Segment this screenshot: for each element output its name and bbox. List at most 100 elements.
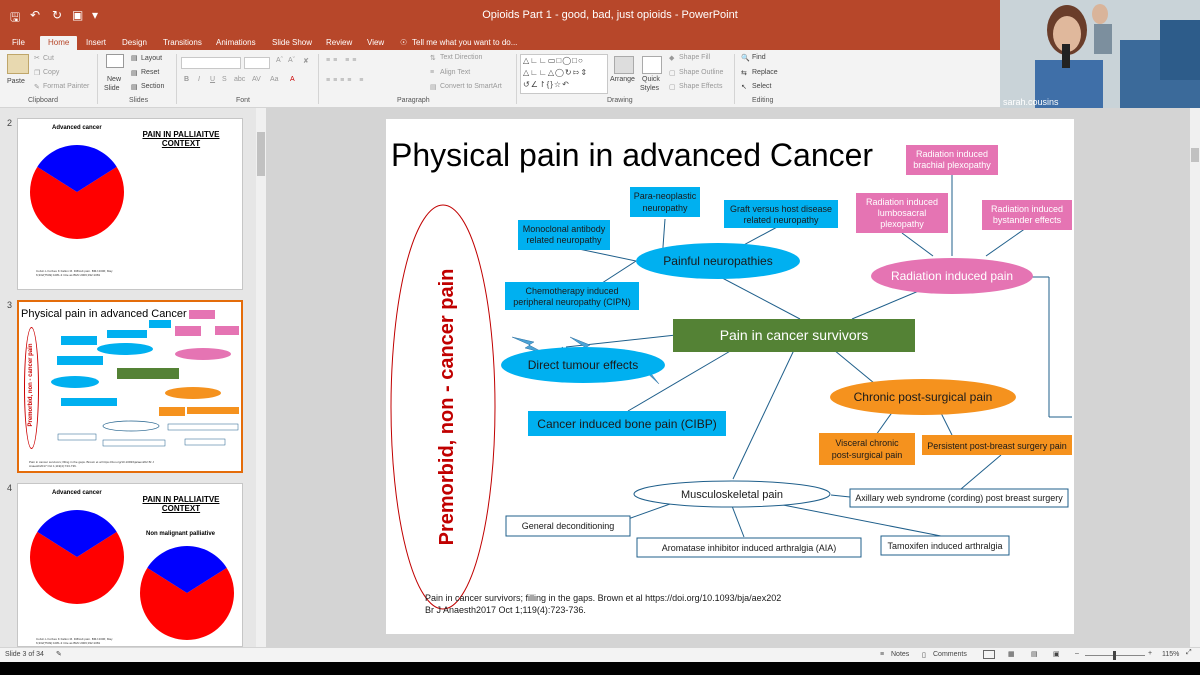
quick-styles-icon[interactable] xyxy=(642,56,662,74)
tab-transitions[interactable]: Transitions xyxy=(163,38,202,47)
align-text-icon[interactable]: ≡ xyxy=(430,69,435,76)
format-painter-button[interactable]: Format Painter xyxy=(43,83,90,90)
shape-outline-icon[interactable]: ▢ xyxy=(669,70,676,77)
layout-button[interactable]: Layout xyxy=(141,55,163,62)
grow-font-icon[interactable]: Aˆ xyxy=(276,57,283,64)
shapes-gallery[interactable]: △∟∟▭□◯□○△∟∟△◯↻⇰⇕↺∠↾{}☆↶ xyxy=(520,54,608,94)
find-icon[interactable]: 🔍 xyxy=(741,55,750,62)
bold-button[interactable]: B xyxy=(184,76,190,83)
tab-insert[interactable]: Insert xyxy=(86,38,107,47)
italic-button[interactable]: I xyxy=(198,76,200,83)
thumbnails-scrollbar[interactable] xyxy=(256,108,266,647)
tab-review[interactable]: Review xyxy=(326,38,353,47)
notes-icon[interactable]: ≡ xyxy=(880,651,885,658)
change-case-button[interactable]: Aa xyxy=(270,76,279,83)
notes-button[interactable]: Notes xyxy=(891,651,910,658)
group-label-font: Font xyxy=(236,97,251,104)
clear-format-icon[interactable]: ✘ xyxy=(303,58,309,65)
webcam-video xyxy=(1000,0,1200,112)
spellcheck-icon[interactable]: ✎ xyxy=(56,651,62,658)
alignment-icon[interactable]: ≡≡≡≡ ≡ xyxy=(326,77,367,84)
shape-outline-button[interactable]: Shape Outline xyxy=(679,69,724,76)
arrange-button[interactable]: Arrange xyxy=(610,76,635,83)
node-text: Graft versus host disease xyxy=(730,204,832,214)
reading-view-icon[interactable]: ▤ xyxy=(1031,651,1038,658)
quick-styles-button[interactable]: Quick xyxy=(642,76,660,83)
cut-button[interactable]: Cut xyxy=(43,55,54,62)
node-lumbosacral xyxy=(856,193,948,233)
tell-me-box[interactable]: Tell me what you want to do... xyxy=(412,38,518,47)
zoom-in-icon[interactable]: + xyxy=(1148,650,1153,657)
shape-fill-icon[interactable]: ◆ xyxy=(669,55,675,62)
zoom-out-icon[interactable]: – xyxy=(1075,650,1079,657)
stage-scrollbar[interactable] xyxy=(1190,108,1200,647)
slideshow-view-icon[interactable]: ▣ xyxy=(1053,651,1060,658)
ribbon-home: Paste ✂ Cut ❐ Copy ✎ Format Painter Clip… xyxy=(0,50,1000,108)
arrange-icon[interactable] xyxy=(614,56,634,74)
normal-view-icon[interactable] xyxy=(983,650,995,659)
replace-button[interactable]: Replace xyxy=(752,69,778,76)
replace-icon[interactable]: ⇆ xyxy=(741,70,747,77)
tab-design[interactable]: Design xyxy=(122,38,147,47)
zoom-slider-thumb[interactable] xyxy=(1113,651,1116,660)
smartart-icon[interactable]: ▤ xyxy=(430,84,437,91)
customize-qat-icon[interactable]: ▾ xyxy=(92,8,99,22)
tab-animations[interactable]: Animations xyxy=(216,38,256,47)
tab-view[interactable]: View xyxy=(367,38,385,47)
layout-icon[interactable]: ▤ xyxy=(131,55,138,62)
underline-button[interactable]: U xyxy=(210,76,216,83)
fit-slide-icon[interactable]: ⤢ xyxy=(1186,649,1192,656)
font-color-icon[interactable]: A xyxy=(290,76,295,83)
thumbnails-scrollbar-thumb[interactable] xyxy=(257,132,265,176)
reset-icon[interactable]: ▤ xyxy=(131,70,138,77)
tab-home[interactable]: Home xyxy=(40,36,78,50)
text-direction-icon[interactable]: ⇅ xyxy=(430,55,436,62)
slide-sorter-icon[interactable]: ▦ xyxy=(1008,651,1015,658)
shrink-font-icon[interactable]: Aˇ xyxy=(288,57,295,64)
font-size-combo[interactable] xyxy=(244,57,270,69)
cut-icon[interactable]: ✂ xyxy=(34,55,40,62)
slide-thumbnail-4[interactable]: Advanced cancer PAIN IN PALLIAITVE CONTE… xyxy=(17,483,243,647)
shape-fill-button[interactable]: Shape Fill xyxy=(679,54,711,61)
tab-file[interactable]: File xyxy=(12,38,25,47)
slide-thumbnail-2[interactable]: Advanced cancer PAIN IN PALLIAITVE CONTE… xyxy=(17,118,243,290)
select-icon[interactable]: ↖ xyxy=(741,84,747,91)
quick-styles-button-2[interactable]: Styles xyxy=(640,85,660,92)
new-slide-button-2[interactable]: Slide xyxy=(104,85,120,92)
slide-thumbnail-3[interactable]: Physical pain in advanced Cancer Premorb… xyxy=(17,300,243,473)
copy-button[interactable]: Copy xyxy=(43,69,60,76)
bullets-icon[interactable]: ≡≡ ≡≡ xyxy=(326,57,360,64)
new-slide-icon[interactable] xyxy=(106,54,124,68)
undo-icon[interactable]: ↶ xyxy=(30,8,41,22)
format-painter-icon[interactable]: ✎ xyxy=(34,84,40,91)
slide-canvas[interactable]: Premorbid, non - cancer pain Physical pa… xyxy=(386,119,1074,634)
section-button[interactable]: Section xyxy=(141,83,165,90)
paste-button[interactable]: Paste xyxy=(7,78,25,85)
text-direction-button[interactable]: Text Direction xyxy=(440,54,483,61)
redo-icon[interactable]: ↻ xyxy=(52,8,63,22)
thumb-side-label: Premorbid, non - cancer pain xyxy=(28,343,34,427)
comments-button[interactable]: Comments xyxy=(933,651,967,658)
section-icon[interactable]: ▤ xyxy=(131,84,138,91)
align-text-button[interactable]: Align Text xyxy=(440,69,471,76)
tab-slide-show[interactable]: Slide Show xyxy=(272,38,313,47)
zoom-level[interactable]: 115% xyxy=(1162,651,1180,658)
font-name-combo[interactable] xyxy=(181,57,241,69)
strikethrough-button[interactable]: S xyxy=(222,76,227,83)
convert-smartart-button[interactable]: Convert to SmartArt xyxy=(440,83,502,90)
paste-icon[interactable] xyxy=(7,54,29,74)
new-slide-button[interactable]: New xyxy=(107,76,122,83)
select-button[interactable]: Select xyxy=(752,83,772,90)
reset-button[interactable]: Reset xyxy=(141,69,160,76)
shape-effects-button[interactable]: Shape Effects xyxy=(679,83,723,90)
text-shadow-button[interactable]: abc xyxy=(234,76,246,83)
save-icon[interactable]: 🖫 xyxy=(10,10,21,24)
start-from-beginning-icon[interactable]: ▣ xyxy=(72,8,84,22)
copy-icon[interactable]: ❐ xyxy=(34,70,41,77)
shape-effects-icon[interactable]: ▢ xyxy=(669,84,676,91)
node-painful-neuropathies xyxy=(636,243,800,279)
find-button[interactable]: Find xyxy=(752,54,766,61)
comments-icon[interactable]: ▯ xyxy=(922,652,926,659)
char-spacing-button[interactable]: AV xyxy=(252,76,261,83)
stage-scrollbar-thumb[interactable] xyxy=(1191,148,1199,162)
